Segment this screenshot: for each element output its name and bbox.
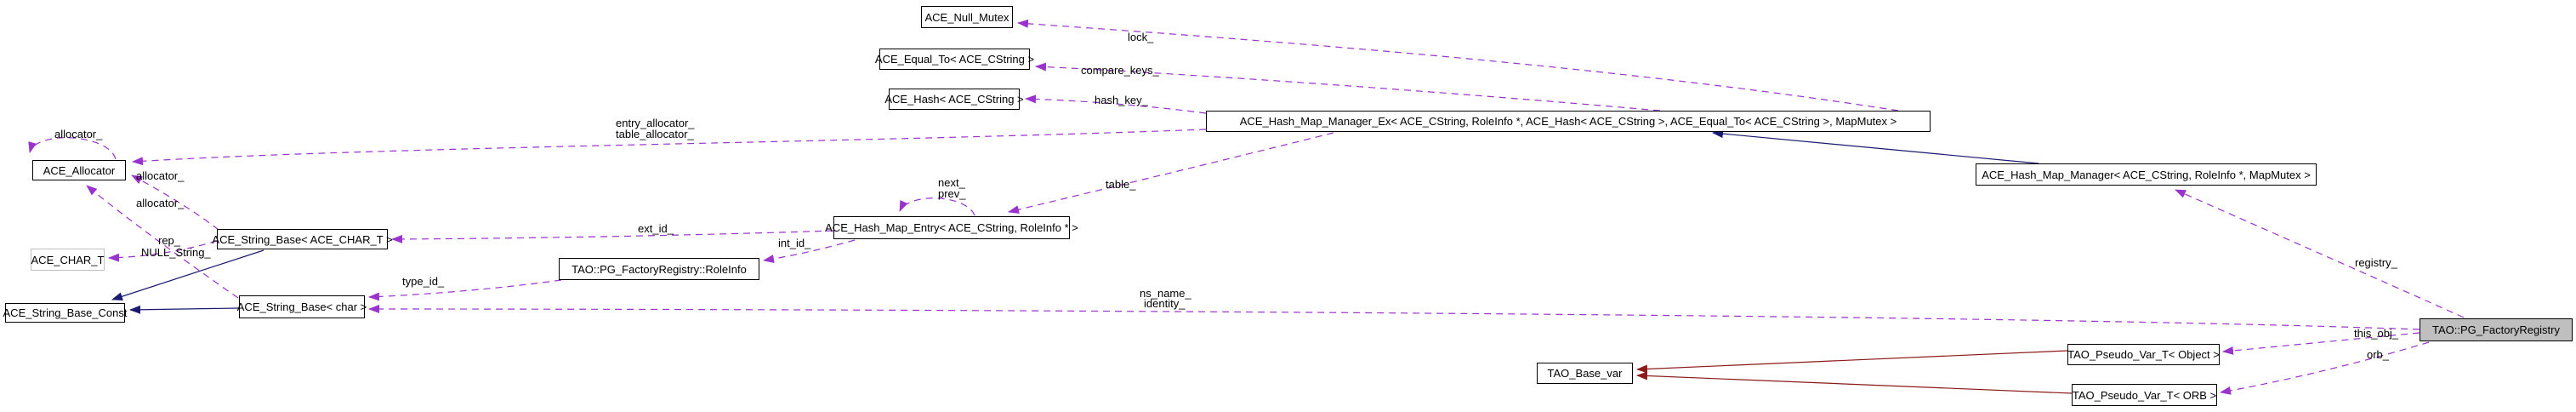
edge-label-null-string: NULL_String_ [141,246,211,259]
edge-label-hash-key: hash_key_ [1095,94,1148,106]
node-ace-string-base-char[interactable]: ACE_String_Base< char > [237,295,367,318]
node-ace-allocator[interactable]: ACE_Allocator [32,160,126,180]
node-ace-char-t[interactable]: ACE_CHAR_T [31,249,105,271]
edge-allocator-self-loop [28,137,117,160]
edge-label-this-obj: this_obj_ [2354,327,2399,340]
edge-label-registry: registry_ [2355,256,2397,269]
edge-label-prev: prev_ [938,187,966,200]
node-pg-factory-registry: TAO::PG_FactoryRegistry [2420,318,2573,341]
edge-label-entry-allocator: entry_allocator_ [616,117,695,129]
edge-label-table-allocator: table_allocator_ [616,128,694,140]
edge-label-compare-keys: compare_keys_ [1081,64,1159,77]
edge-inherit-string-base-char [129,305,240,314]
edge-inherit-string-base-ace-char-t [111,249,264,301]
edge-label-type-id: type_id_ [402,275,445,288]
edge-label-next: next_ [938,176,965,189]
node-ace-hash[interactable]: ACE_Hash< ACE_CString > [884,89,1024,110]
node-ace-hash-map-manager[interactable]: ACE_Hash_Map_Manager< ACE_CString, RoleI… [1976,163,2317,186]
edge-label-ns-name: ns_name_ [1140,287,1191,300]
edge-rep-null-string [108,240,218,262]
edge-inherit-pseudo-var-object [1636,350,2068,374]
node-ace-string-base-ace-char-t[interactable]: ACE_String_Base< ACE_CHAR_T > [212,229,393,249]
edge-label-orb: orb_ [2367,348,2390,361]
node-roleinfo[interactable]: TAO::PG_FactoryRegistry::RoleInfo [559,258,759,280]
edge-label-ext-id: ext_id_ [638,222,674,235]
edge-orb [2220,341,2430,395]
edge-label-allocator-self: allocator_ [54,128,103,140]
edge-registry [2175,189,2465,318]
edge-entry-table-allocator [132,129,1207,166]
edge-next-prev-self-loop [899,197,975,216]
node-ace-string-base-const[interactable]: ACE_String_Base_Const [3,303,128,323]
edge-label-int-id: int_id_ [778,237,811,249]
node-tao-pseudo-var-object[interactable]: TAO_Pseudo_Var_T< Object > [2067,344,2220,365]
edge-label-table: table_ [1106,178,1136,191]
node-ace-hash-map-manager-ex[interactable]: ACE_Hash_Map_Manager_Ex< ACE_CString, Ro… [1206,111,1931,132]
node-ace-hash-map-entry[interactable]: ACE_Hash_Map_Entry< ACE_CString, RoleInf… [825,216,1078,239]
edge-ext-id [391,230,834,243]
edge-label-lock: lock_ [1128,31,1154,43]
edge-type-id [368,279,562,301]
edge-label-allocator-1: allocator_ [136,169,185,182]
edge-ns-name-identity [368,305,2420,330]
edge-inherit-pseudo-var-orb [1636,371,2073,394]
node-tao-pseudo-var-orb[interactable]: TAO_Pseudo_Var_T< ORB > [2072,384,2217,406]
edge-this-obj [2222,332,2420,355]
edge-hash-key [1025,94,1207,114]
edge-label-rep: rep_ [158,234,181,247]
edge-label-identity: identity_ [1144,297,1186,310]
node-ace-equal-to[interactable]: ACE_Equal_To< ACE_CString > [875,49,1034,70]
edge-allocator-from-string-base-char [86,185,239,299]
edge-label-allocator-2: allocator_ [136,197,185,209]
edge-compare-keys [1035,62,1661,112]
edge-allocator-from-string-base-ace-char-t [131,175,219,231]
edge-inherit-hash-map-manager [1712,129,2039,164]
node-tao-base-var[interactable]: TAO_Base_var [1537,363,1633,384]
node-ace-null-mutex[interactable]: ACE_Null_Mutex [921,6,1013,28]
edge-lock [1017,19,1899,112]
